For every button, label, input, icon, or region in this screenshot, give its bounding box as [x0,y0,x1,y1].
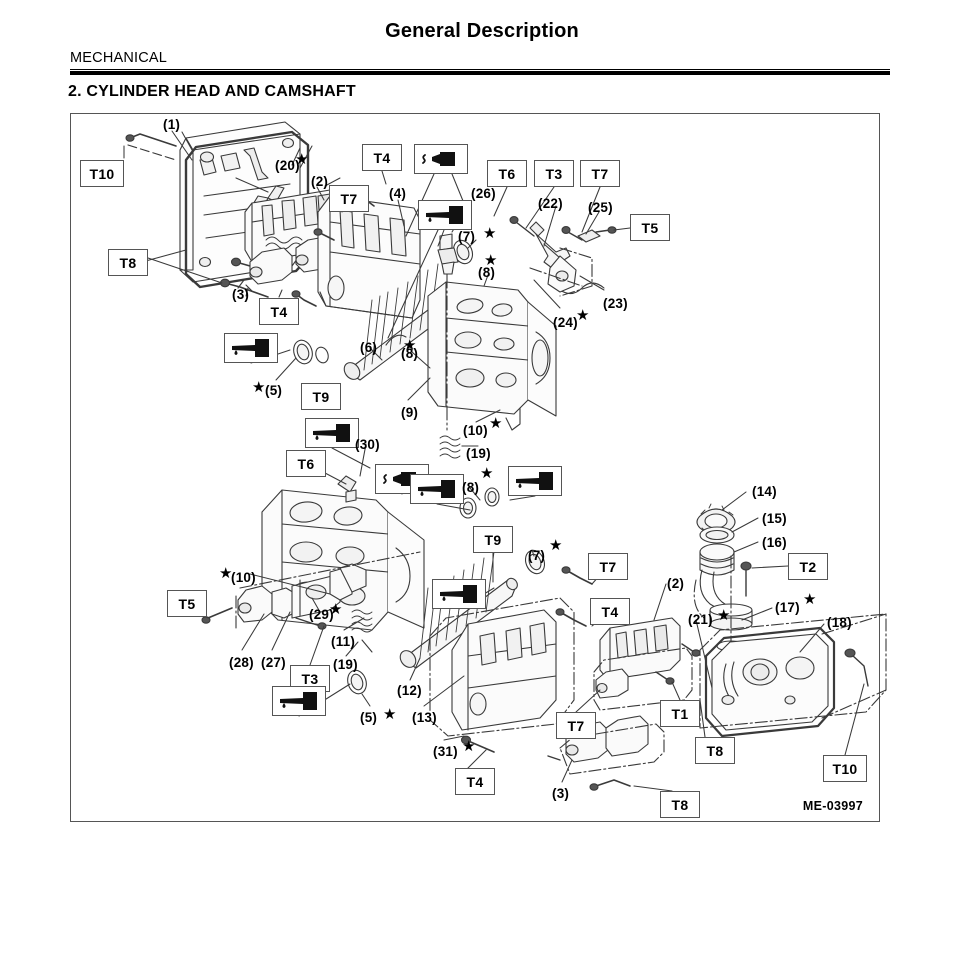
star-marker-icon: ★ [295,151,309,168]
callout-number: (29) [309,607,334,622]
star-marker-icon: ★ [383,706,397,723]
star-marker-icon: ★ [489,415,503,432]
callout-number: (3) [232,287,250,302]
star-marker-icon: ★ [480,465,494,482]
callout-number: (11) [331,634,356,649]
callout-number: (21) [688,612,713,627]
star-marker-icon: ★ [549,537,563,554]
callout-number: (12) [397,683,422,698]
torque-box-t7: T7 [556,712,596,739]
torque-box-t8: T8 [108,249,148,276]
callout-number: (2) [311,174,329,189]
oil-applicator-icon [272,686,326,716]
callout-number: (25) [588,200,613,215]
page-title: General Description [385,20,579,42]
callout-number: (19) [466,446,491,461]
torque-box-t7: T7 [329,185,369,212]
oil-applicator-icon [224,333,278,363]
torque-box-t6: T6 [286,450,326,477]
callout-number: (24) [553,315,578,330]
callout-number: (23) [603,296,628,311]
callout-number: (5) [265,383,283,398]
section-label: MECHANICAL [70,50,168,66]
callout-number: (26) [471,186,496,201]
oil-applicator-icon [410,474,464,504]
figure-id: ME-03997 [802,799,863,813]
star-marker-icon: ★ [803,591,817,608]
callout-number: (22) [538,196,563,211]
torque-box-t3: T3 [534,160,574,187]
callout-number: (2) [667,576,685,591]
callout-number: (8) [401,346,419,361]
callout-number: (30) [355,437,380,452]
star-marker-icon: ★ [717,607,731,624]
star-marker-icon: ★ [484,252,498,269]
header-thin-rule [70,69,890,70]
torque-box-t5: T5 [167,590,207,617]
callout-number: (13) [412,710,437,725]
callout-number: (7) [528,548,546,563]
callout-number: (18) [827,615,852,630]
torque-box-t9: T9 [473,526,513,553]
callout-number: (31) [433,744,458,759]
torque-box-t10: T10 [823,755,867,782]
torque-box-t6: T6 [487,160,527,187]
torque-box-t8: T8 [660,791,700,818]
sealant-tube-icon [414,144,468,174]
callout-number: (20) [275,158,300,173]
callout-number: (17) [775,600,800,615]
star-marker-icon: ★ [576,307,590,324]
star-marker-icon: ★ [403,337,417,354]
callout-number: (9) [401,405,419,420]
callout-number: (10) [463,423,488,438]
torque-box-t1: T1 [660,700,700,727]
oil-applicator-icon [305,418,359,448]
torque-box-t4: T4 [259,298,299,325]
callout-number: (6) [360,340,378,355]
callout-number: (8) [462,480,480,495]
torque-box-t9: T9 [301,383,341,410]
star-marker-icon: ★ [462,738,476,755]
callout-number: (3) [552,786,570,801]
callout-number: (8) [478,265,496,280]
callout-number: (28) [229,655,254,670]
callout-number: (5) [360,710,378,725]
torque-box-t4: T4 [455,768,495,795]
oil-applicator-icon [508,466,562,496]
callout-number: (7) [458,229,476,244]
torque-box-t5: T5 [630,214,670,241]
header-thick-rule [70,71,890,75]
torque-box-t4: T4 [362,144,402,171]
callout-number: (15) [762,511,787,526]
torque-box-t10: T10 [80,160,124,187]
star-marker-icon: ★ [329,601,343,618]
callout-number: (4) [389,186,407,201]
torque-box-t8: T8 [695,737,735,764]
torque-box-t7: T7 [588,553,628,580]
section-heading: 2. CYLINDER HEAD AND CAMSHAFT [68,83,356,100]
star-marker-icon: ★ [483,225,497,242]
oil-applicator-icon [432,579,486,609]
callout-number: (14) [752,484,777,499]
callout-number: (27) [261,655,286,670]
callout-number: (19) [333,657,358,672]
callout-number: (10) [231,570,256,585]
torque-box-t7: T7 [580,160,620,187]
callout-number: (16) [762,535,787,550]
oil-applicator-icon [418,200,472,230]
star-marker-icon: ★ [252,379,266,396]
torque-box-t4: T4 [590,598,630,625]
callout-number: (1) [163,117,181,132]
figure-frame: ME-03997 [70,113,880,822]
star-marker-icon: ★ [219,565,233,582]
torque-box-t2: T2 [788,553,828,580]
